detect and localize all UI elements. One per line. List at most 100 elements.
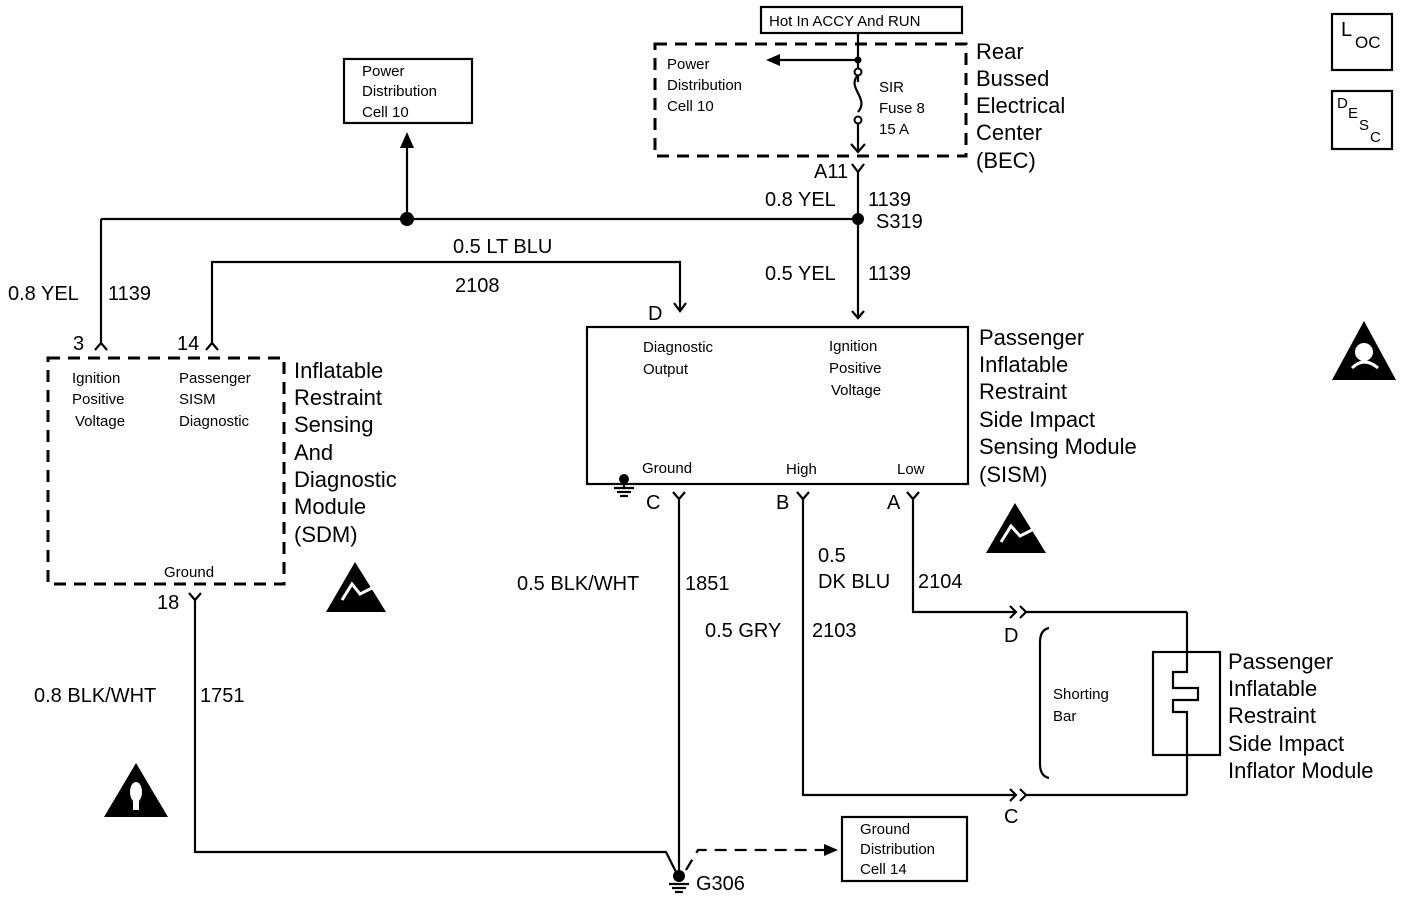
svg-text:Inflatable: Inflatable — [1228, 676, 1317, 701]
hot-in-label-box: Hot In ACCY And RUN — [759, 5, 964, 35]
svg-text:Power: Power — [362, 63, 405, 80]
svg-text:(BEC): (BEC) — [976, 148, 1036, 173]
svg-text:And: And — [294, 440, 333, 465]
sism-diag-label: Diagnostic Output — [643, 339, 714, 378]
wire-gnd-sdm-circuit: 1751 — [200, 685, 245, 707]
sdm-title: Inflatable Restraint Sensing And Diagnos… — [294, 358, 397, 547]
sism-high-label: High — [786, 461, 817, 478]
connector-a11-icon — [851, 163, 865, 174]
svg-text:SIR: SIR — [879, 79, 904, 96]
sism-ign-label: Ignition Positive Voltage — [829, 338, 882, 399]
inflator-pin-c: C — [1004, 806, 1018, 828]
shorting-bar-bracket — [1038, 626, 1050, 780]
svg-text:Positive: Positive — [829, 360, 882, 377]
svg-text:Shorting: Shorting — [1053, 686, 1109, 703]
wire-gry-circuit: 2103 — [812, 620, 857, 642]
svg-text:S: S — [1359, 117, 1369, 134]
bec-arrow-left-icon — [766, 54, 780, 66]
sdm-ground-label: Ground — [164, 564, 214, 581]
svg-text:Distribution: Distribution — [860, 841, 935, 858]
sism-box — [585, 325, 970, 486]
svg-text:Cell 14: Cell 14 — [860, 861, 907, 878]
svg-text:Positive: Positive — [72, 391, 125, 408]
ground-distribution-cell14-box: Ground Distribution Cell 14 — [840, 815, 969, 883]
sdm-pin-18: 18 — [157, 592, 179, 614]
sdm-dashed-box — [46, 356, 286, 586]
svg-text:Bussed: Bussed — [976, 66, 1049, 91]
svg-text:Inflatable: Inflatable — [979, 352, 1068, 377]
sism-ground-symbol-icon — [614, 474, 634, 498]
bec-title: Rear Bussed Electrical Center (BEC) — [976, 39, 1065, 173]
pdc-arrow-up-icon — [400, 132, 414, 148]
bec-terminal-a11: A11 — [814, 161, 848, 183]
wire-top-yel-size: 0.8 YEL — [765, 189, 836, 211]
shorting-bar-label: Shorting Bar — [1053, 686, 1109, 725]
inflator-title: Passenger Inflatable Restraint Side Impa… — [1228, 649, 1374, 783]
svg-text:Ignition: Ignition — [72, 370, 120, 387]
svg-text:Side Impact: Side Impact — [979, 407, 1095, 432]
airbag-warning-icon — [104, 763, 168, 817]
svg-text:(SDM): (SDM) — [294, 522, 358, 547]
svg-text:Fuse 8: Fuse 8 — [879, 100, 925, 117]
svg-text:D: D — [1337, 95, 1348, 112]
svg-text:Sensing: Sensing — [294, 412, 374, 437]
inflator-pin-d: D — [1004, 625, 1018, 647]
wire-gnd-sism-circuit: 1851 — [685, 573, 730, 595]
svg-text:Power: Power — [667, 56, 710, 73]
svg-text:Restraint: Restraint — [294, 385, 382, 410]
svg-text:SISM: SISM — [179, 391, 216, 408]
fuse-icon — [853, 74, 863, 113]
svg-text:Center: Center — [976, 120, 1042, 145]
svg-text:Voltage: Voltage — [75, 413, 125, 430]
hot-in-text: Hot In ACCY And RUN — [769, 13, 920, 30]
ground-g306-icon — [669, 870, 689, 894]
svg-text:Restraint: Restraint — [979, 379, 1067, 404]
wire-ltblu-size: 0.5 LT BLU — [453, 236, 552, 258]
wire-sism-yel-size: 0.5 YEL — [765, 263, 836, 285]
svg-text:Voltage: Voltage — [831, 382, 881, 399]
svg-text:Restraint: Restraint — [1228, 703, 1316, 728]
wire-gnd-sdm-size: 0.8 BLK/WHT — [34, 685, 156, 707]
svg-text:15 A: 15 A — [879, 121, 909, 138]
airbag-deployment-icon — [1332, 321, 1396, 380]
sism-pin-d: D — [648, 303, 662, 325]
wire-left-yel-size: 0.8 YEL — [8, 283, 79, 305]
svg-text:Electrical: Electrical — [976, 93, 1065, 118]
inflator-squib-icon — [1171, 652, 1200, 755]
svg-text:Bar: Bar — [1053, 708, 1076, 725]
svg-text:Cell 10: Cell 10 — [667, 98, 714, 115]
sism-title: Passenger Inflatable Restraint Side Impa… — [979, 325, 1137, 487]
sism-pin-c: C — [646, 492, 660, 514]
wire-left-yel-circuit: 1139 — [108, 283, 151, 305]
svg-text:Passenger: Passenger — [979, 325, 1084, 350]
ground-g306-label: G306 — [696, 873, 745, 895]
sism-pin-b: B — [776, 492, 789, 514]
wire-gnd-sism-size: 0.5 BLK/WHT — [517, 573, 639, 595]
svg-text:(SISM): (SISM) — [979, 462, 1047, 487]
ground-ref-arrow-icon — [824, 844, 838, 856]
description-icon[interactable]: D E S C — [1330, 89, 1394, 151]
wire-sism-yel-circuit: 1139 — [868, 263, 911, 285]
sdm-ign-label: Ignition Positive Voltage — [72, 370, 125, 430]
svg-text:Sensing Module: Sensing Module — [979, 434, 1137, 459]
svg-text:Diagnostic: Diagnostic — [294, 467, 397, 492]
sism-pin-a: A — [887, 492, 901, 514]
svg-text:C: C — [1370, 129, 1381, 146]
svg-text:Module: Module — [294, 494, 366, 519]
sdm-diag-label: Passenger SISM Diagnostic — [179, 370, 251, 430]
location-icon[interactable]: L OC — [1330, 12, 1394, 72]
wire-dkblu-size-2: DK BLU — [818, 571, 890, 593]
wire-ltblu-circuit: 2108 — [455, 275, 500, 297]
svg-text:Inflator Module: Inflator Module — [1228, 758, 1374, 783]
sism-low-label: Low — [897, 461, 925, 478]
wire-dkblu-size-1: 0.5 — [818, 545, 846, 567]
svg-text:Distribution: Distribution — [667, 77, 742, 94]
bec-dashed-box — [653, 42, 968, 158]
esd-warning-icon-sdm — [326, 562, 386, 612]
sdm-pin-3: 3 — [73, 333, 84, 355]
power-distribution-cell10-box: Power Distribution Cell 10 — [342, 57, 474, 125]
sir-fuse-label: SIR Fuse 8 15 A — [879, 79, 925, 138]
sdm-pin-14: 14 — [177, 333, 199, 355]
svg-text:Ignition: Ignition — [829, 338, 877, 355]
